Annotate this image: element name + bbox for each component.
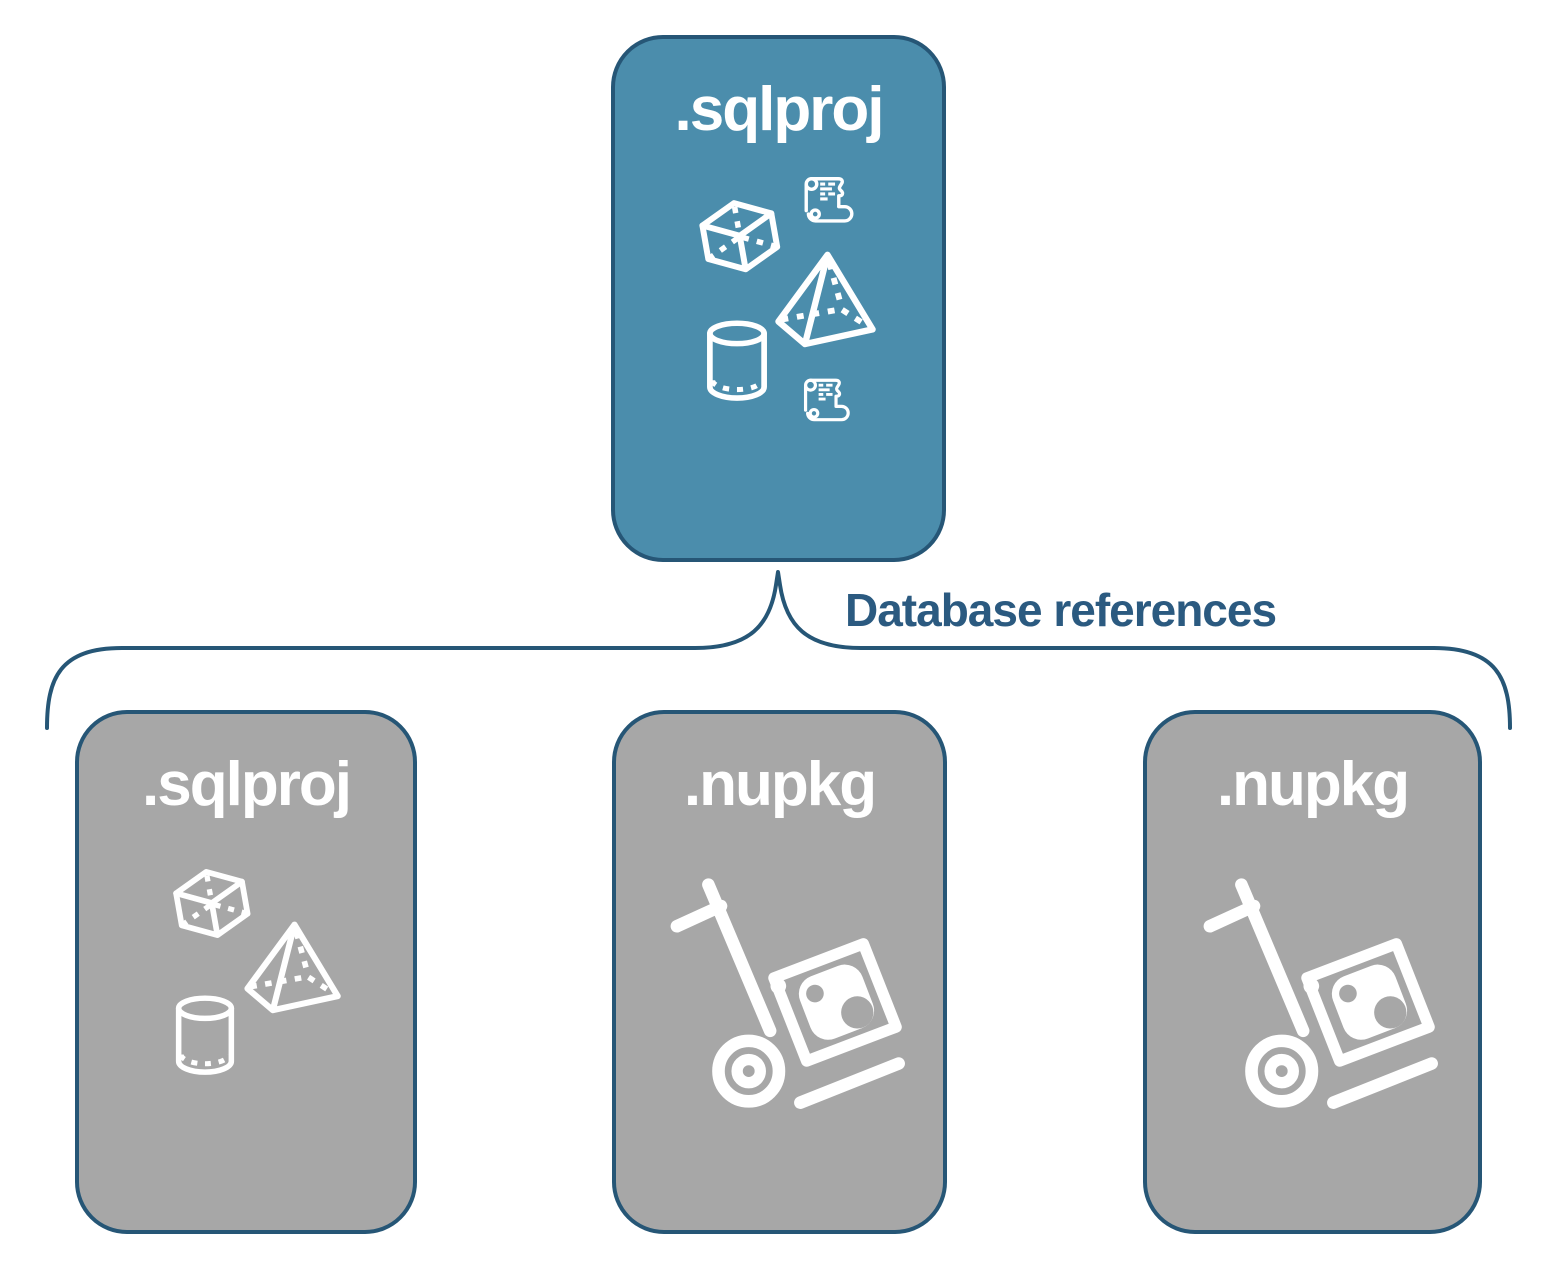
cylinder-icon [702, 319, 772, 404]
child-box-title: .nupkg [1216, 750, 1410, 819]
cylinder-icon [171, 994, 239, 1078]
nuget-package-dolly-icon [1191, 862, 1443, 1124]
child-box-nupkg: .nupkg [612, 710, 947, 1234]
child-box-title: .nupkg [683, 750, 877, 819]
child-box-title: .sqlproj [142, 750, 352, 819]
child-box-sqlproj: .sqlproj [75, 710, 417, 1234]
pyramid-icon [773, 249, 881, 348]
cube-icon [688, 190, 795, 297]
relationship-label: Database references [845, 584, 1277, 636]
child-box-nupkg: .nupkg [1143, 710, 1482, 1234]
parent-box-title: .sqlproj [674, 75, 885, 144]
brace-path [45, 570, 1512, 730]
parent-box-sqlproj: .sqlproj [611, 35, 946, 562]
pyramid-icon [243, 919, 345, 1014]
script-scroll-icon [796, 171, 858, 233]
nuget-package-dolly-icon [658, 862, 910, 1124]
script-scroll-icon [796, 373, 854, 431]
cube-icon [162, 859, 264, 961]
